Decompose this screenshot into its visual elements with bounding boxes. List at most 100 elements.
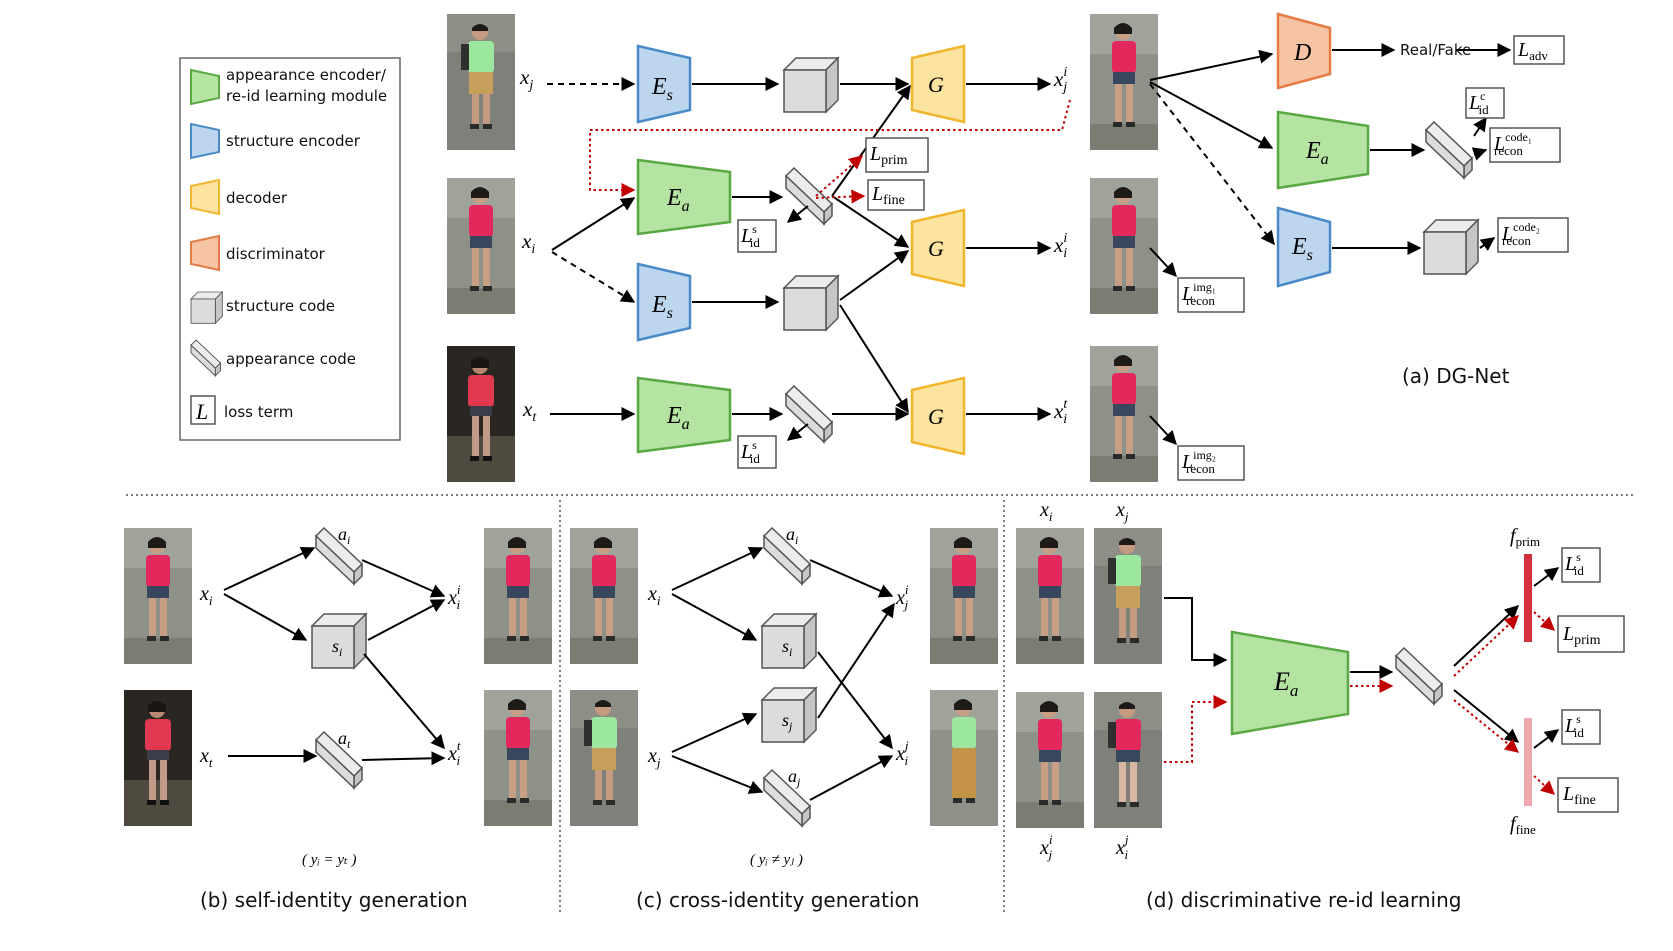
- d-photo-xi: [1016, 528, 1084, 664]
- b-photo-xit: [484, 690, 552, 826]
- Ea-right-encoder: Ea: [1276, 110, 1370, 190]
- legend-appearance-code-label: appearance code: [226, 350, 356, 368]
- b-photo-xii: [484, 528, 552, 664]
- legend-structure-encoder-label: structure encoder: [226, 132, 361, 150]
- b-photo-xt: [124, 690, 192, 826]
- svg-text:D: D: [1293, 40, 1311, 66]
- photo-xji-out: [1090, 14, 1158, 150]
- d-photo-xji: [1016, 692, 1084, 828]
- legend-structure-encoder-icon: [190, 122, 220, 160]
- structure-code-right: [1423, 219, 1479, 275]
- structure-code-i: [783, 275, 839, 331]
- d-photo-xj: [1094, 528, 1162, 664]
- G-top-decoder: G: [910, 44, 966, 124]
- photo-xii-out: [1090, 178, 1158, 314]
- Ea-bottom-encoder: Ea: [636, 376, 732, 454]
- appearance-code-i: [785, 167, 833, 225]
- b-label-xt: xt: [199, 745, 213, 770]
- svg-text:G: G: [928, 404, 944, 429]
- Es-top-encoder: Es: [636, 44, 692, 124]
- Es-mid-encoder: Es: [636, 262, 692, 342]
- legend-structure-code-icon: [190, 291, 223, 324]
- panel-a: xj xi xt Es Ea Es Ea G: [447, 12, 1569, 482]
- legend: appearance encoder/re-id learning module…: [179, 57, 401, 441]
- c-photo-xji: [930, 528, 998, 664]
- label-xt: xt: [522, 397, 537, 425]
- label-xi: xi: [521, 229, 535, 257]
- b-condition: ( yᵢ = yₜ ): [302, 852, 357, 868]
- structure-code-j: [783, 57, 839, 113]
- Es-right-encoder: Es: [1276, 206, 1332, 288]
- d-label-xj: xj: [1115, 499, 1129, 524]
- loss-fine: Lfine: [867, 179, 925, 211]
- legend-decoder-label: decoder: [226, 189, 288, 207]
- b-label-si: si: [332, 636, 342, 659]
- Ea-top-encoder: Ea: [636, 158, 732, 236]
- caption-d: (d) discriminative re-id learning: [1146, 888, 1461, 912]
- c-photo-xij: [930, 690, 998, 826]
- c-condition: ( yᵢ ≠ yⱼ ): [750, 852, 803, 868]
- d-photo-xij: [1094, 692, 1162, 828]
- legend-structure-code-label: structure code: [226, 297, 335, 315]
- d-label-xi: xi: [1039, 499, 1053, 524]
- svg-text:G: G: [928, 236, 944, 261]
- d-f-prim-label: fprim: [1510, 525, 1540, 549]
- label-xj: xj: [519, 65, 533, 93]
- legend-loss-term-label: loss term: [224, 403, 293, 421]
- legend-loss-symbol: L: [195, 399, 208, 424]
- loss-prim: Lprim: [865, 137, 929, 173]
- photo-xi: [447, 178, 515, 314]
- caption-c: (c) cross-identity generation: [636, 888, 919, 912]
- photo-xt: [447, 346, 515, 482]
- svg-text:G: G: [928, 72, 944, 97]
- caption-a: (a) DG-Net: [1402, 364, 1510, 388]
- d-Ea-encoder: Ea: [1230, 630, 1350, 736]
- photo-xj: [447, 14, 515, 150]
- b-label-at: at: [338, 728, 351, 751]
- appearance-code-right: [1425, 121, 1473, 179]
- b-label-xi: xi: [199, 583, 213, 608]
- c-photo-xi: [570, 528, 638, 664]
- b-photo-xi: [124, 528, 192, 664]
- d-appearance-code: [1395, 647, 1443, 705]
- legend-appearance-encoder-icon: [190, 68, 220, 106]
- caption-b: (b) self-identity generation: [200, 888, 468, 912]
- d-f-fine-bar: [1524, 718, 1532, 806]
- legend-discriminator-label: discriminator: [226, 245, 326, 263]
- D-discriminator: D: [1276, 12, 1332, 90]
- photo-xit-out: [1090, 346, 1158, 482]
- c-label-ai: ai: [786, 524, 798, 547]
- c-label-xi: xi: [647, 583, 661, 608]
- c-label-sj: sj: [782, 710, 793, 733]
- d-loss-fine: Lfine: [1557, 777, 1619, 813]
- legend-discriminator-icon: [190, 234, 220, 272]
- appearance-code-t: [785, 385, 833, 443]
- b-label-ai: ai: [338, 524, 350, 547]
